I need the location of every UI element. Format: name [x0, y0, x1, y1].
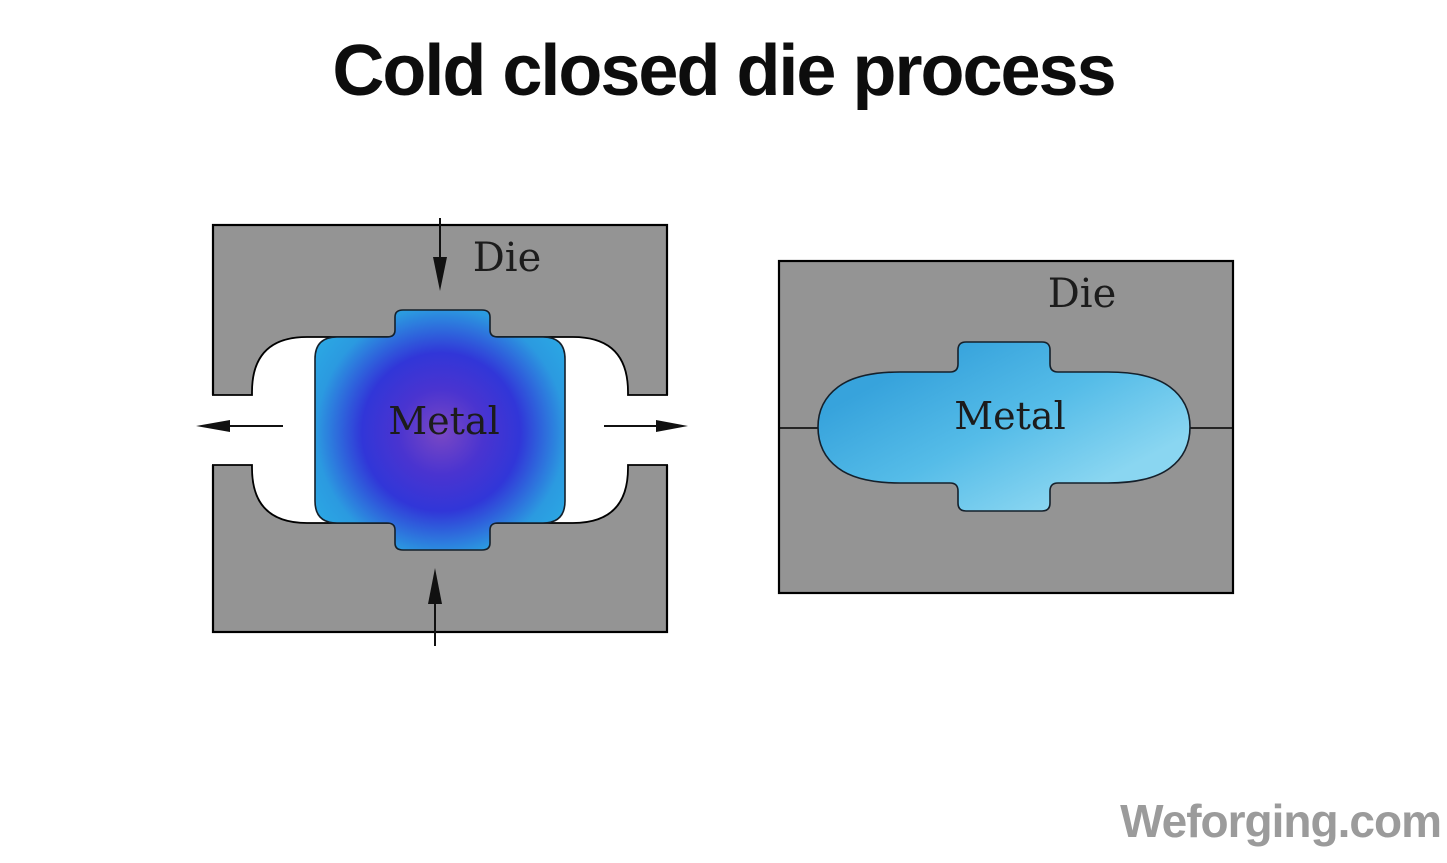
- right-diagram: [777, 259, 1235, 595]
- arrow-right-head: [656, 420, 688, 432]
- left-die-label: Die: [472, 235, 542, 281]
- right-die-label: Die: [1047, 271, 1117, 317]
- arrow-down-icon: [433, 218, 447, 291]
- arrow-left-head: [196, 420, 230, 432]
- watermark: Weforging.com: [1120, 795, 1442, 847]
- arrow-left-icon: [196, 420, 283, 432]
- arrow-up-head: [428, 568, 442, 604]
- left-metal-label: Metal: [388, 399, 500, 443]
- left-diagram: [196, 218, 688, 646]
- right-metal-label: Metal: [954, 394, 1066, 438]
- arrow-down-head: [433, 257, 447, 291]
- left-metal-workpiece: [314, 309, 566, 551]
- page-title: Cold closed die process: [332, 31, 1116, 111]
- arrow-right-icon: [604, 420, 688, 432]
- arrow-up-icon: [428, 568, 442, 646]
- right-metal-workpiece: [817, 341, 1191, 512]
